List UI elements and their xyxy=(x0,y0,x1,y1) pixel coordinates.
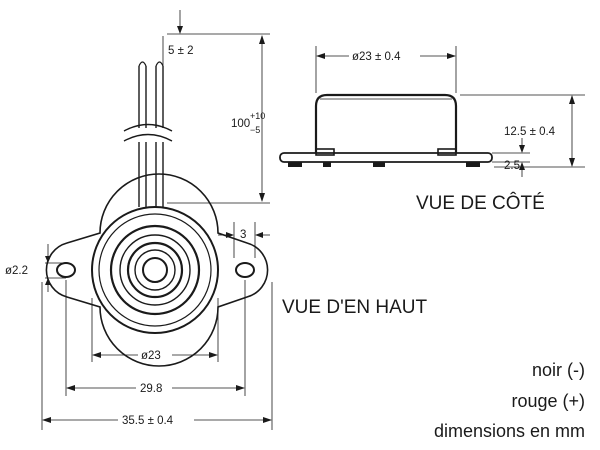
legend-red-wire: rouge (+) xyxy=(511,391,585,411)
housing-ring-4 xyxy=(119,234,191,306)
dim-side-height: 12.5 ± 0.4 xyxy=(460,94,585,168)
legend-black-wire: noir (-) xyxy=(532,360,585,380)
dim-overall-width-text: 35.5 ± 0.4 xyxy=(122,415,174,427)
dim-flange-edge: 3 xyxy=(218,222,270,258)
dim-lead-spacing-text: 5 ± 2 xyxy=(168,45,194,57)
dim-lead-spacing: 5 ± 2 xyxy=(162,10,194,66)
side-foot-left xyxy=(288,162,302,167)
housing-ring-5 xyxy=(126,241,184,299)
housing-ring-2 xyxy=(98,213,212,327)
flange-outline xyxy=(45,173,269,367)
side-flange-bar xyxy=(279,152,493,163)
dim-overall-width: 35.5 ± 0.4 xyxy=(41,282,273,430)
dim-side-diameter: ø23 ± 0.4 xyxy=(315,46,457,93)
housing-ring-6 xyxy=(134,249,176,291)
side-view-title: VUE DE CÔTÉ xyxy=(416,192,545,214)
dim-side-height-text: 12.5 ± 0.4 xyxy=(504,126,556,138)
dim-body-diameter-text: ø23 xyxy=(141,350,161,362)
dim-hole-diameter: ø2.2 xyxy=(5,244,66,292)
dim-side-diameter-text: ø23 ± 0.4 xyxy=(352,51,401,63)
housing-ring-3 xyxy=(109,224,201,316)
lead-wires xyxy=(123,61,173,207)
dim-lead-length: 100 +10 −5 xyxy=(167,33,270,204)
dim-hole-spacing: 29.8 xyxy=(65,280,246,396)
top-view: 5 ± 2 100 +10 −5 3 xyxy=(5,10,427,430)
side-view: ø23 ± 0.4 12.5 ± 0.4 2.5 VUE DE CÔTÉ xyxy=(279,46,585,214)
dim-lead-length-lower-tol: −5 xyxy=(250,125,260,135)
side-flange-left-step xyxy=(315,148,335,156)
legend-units: dimensions en mm xyxy=(434,421,585,441)
side-flange-right-step xyxy=(437,148,457,156)
top-view-title: VUE D'EN HAUT xyxy=(282,297,427,318)
dim-hole-spacing-text: 29.8 xyxy=(140,383,162,395)
dim-body-diameter: ø23 xyxy=(91,298,219,362)
side-foot-center-left xyxy=(323,162,331,167)
housing-outer-ring xyxy=(91,206,219,334)
side-body xyxy=(314,93,458,153)
sound-port xyxy=(142,257,168,283)
dim-lead-length-base-text: 100 xyxy=(231,118,250,130)
dim-lead-length-upper-tol: +10 xyxy=(250,111,265,121)
dim-hole-diameter-text: ø2.2 xyxy=(5,265,28,277)
side-foot-center xyxy=(373,162,385,167)
right-mounting-hole xyxy=(235,262,255,278)
dim-side-flange-text: 2.5 xyxy=(504,160,520,172)
left-mounting-hole xyxy=(56,262,76,278)
legend: noir (-) rouge (+) dimensions en mm xyxy=(434,360,585,441)
side-foot-right xyxy=(466,162,480,167)
dim-side-flange: 2.5 xyxy=(492,138,530,177)
dim-flange-edge-text: 3 xyxy=(240,229,246,241)
